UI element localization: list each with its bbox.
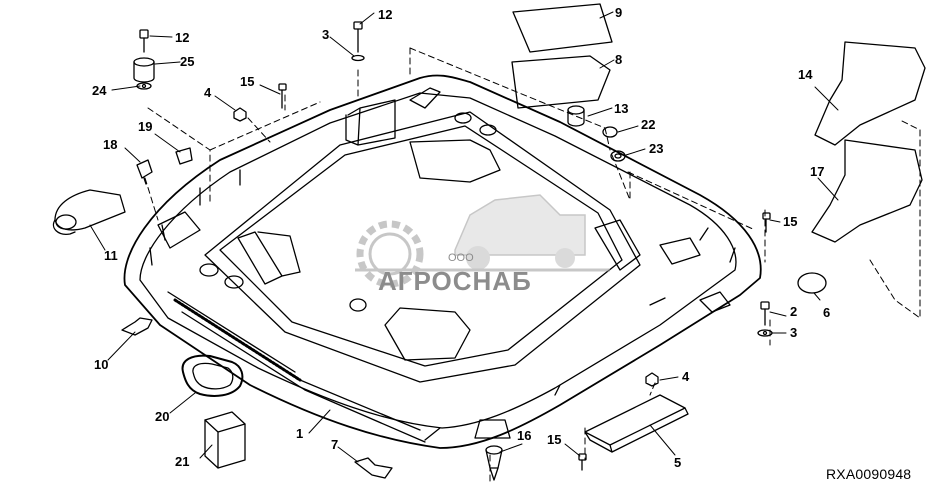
- callout-4-upper: 4: [204, 85, 212, 100]
- callout-5: 5: [674, 455, 682, 470]
- callout-23: 23: [649, 141, 664, 156]
- panel-17: [811, 139, 923, 243]
- callout-7: 7: [331, 437, 339, 452]
- bracket-10: [121, 317, 153, 336]
- clip-19: [175, 147, 193, 165]
- block-21: [204, 411, 246, 469]
- bolt-2: [757, 301, 773, 337]
- callout-3-lower: 3: [790, 325, 798, 340]
- watermark-small-text: ООО: [448, 252, 474, 264]
- callout-11: 11: [104, 248, 118, 263]
- bolt-12-right: [351, 21, 365, 62]
- callout-14: 14: [798, 67, 813, 82]
- callout-25: 25: [180, 54, 195, 69]
- callout-21: 21: [175, 454, 190, 469]
- callout-17: 17: [810, 164, 825, 179]
- cushion-13: [567, 105, 585, 127]
- panel-8: [511, 55, 611, 109]
- bolt-15-upper: [278, 83, 287, 109]
- callout-20: 20: [155, 409, 170, 424]
- callout-10: 10: [94, 357, 109, 372]
- callout-24: 24: [92, 83, 107, 98]
- clip-18: [136, 159, 153, 185]
- bracket-7: [354, 457, 393, 479]
- callout-15-right: 15: [783, 214, 798, 229]
- callout-22: 22: [641, 117, 656, 132]
- seal-20: [181, 354, 244, 397]
- callout-18: 18: [103, 137, 118, 152]
- watermark-emblem: [355, 194, 610, 288]
- callout-6: 6: [823, 305, 831, 320]
- callout-19: 19: [138, 119, 153, 134]
- bolt-15-right: [762, 212, 771, 233]
- callout-3-upper: 3: [322, 27, 330, 42]
- cap-22: [602, 126, 618, 138]
- nut-4-upper: [233, 107, 247, 122]
- panel-14: [814, 41, 926, 146]
- panel-9: [512, 3, 613, 53]
- callout-12-right: 12: [378, 7, 393, 22]
- plug-6: [797, 272, 827, 294]
- callout-12-left: 12: [175, 30, 190, 45]
- callout-15-upper: 15: [240, 74, 255, 89]
- watermark-brand-text: АГРОСНАБ: [378, 266, 532, 296]
- callout-8: 8: [615, 52, 623, 67]
- fastener-16: [485, 445, 503, 481]
- callout-1: 1: [296, 426, 304, 441]
- leader-lines: [144, 47, 921, 483]
- callout-13: 13: [614, 101, 629, 116]
- grommet-23: [610, 150, 626, 162]
- reference-code: RXA0090948: [826, 466, 912, 482]
- mount-stack-upper-left: [133, 29, 155, 90]
- plate-5: [584, 394, 689, 453]
- callout-9: 9: [615, 5, 623, 20]
- callout-2: 2: [790, 304, 798, 319]
- headliner-shell: [123, 74, 762, 449]
- callout-16: 16: [517, 428, 532, 443]
- nut-4-lower: [645, 372, 659, 387]
- callout-4-lower: 4: [682, 369, 690, 384]
- callout-leaders: [89, 11, 839, 463]
- lamp-housing-11: [52, 189, 126, 235]
- callout-15-lower: 15: [547, 432, 562, 447]
- bolt-15-lower: [578, 453, 587, 471]
